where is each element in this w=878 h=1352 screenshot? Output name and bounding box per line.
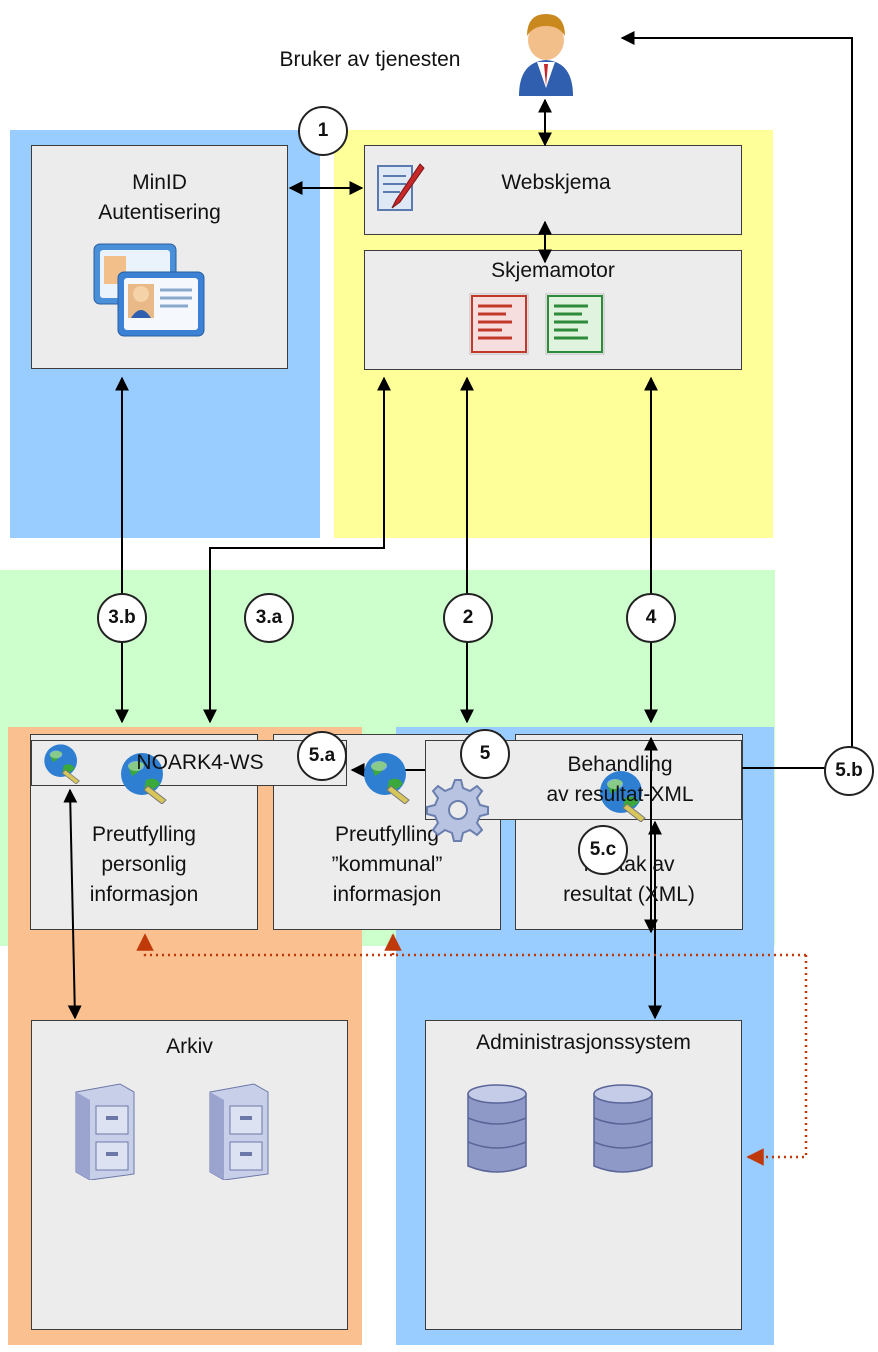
mottak-line1: Mottak av bbox=[583, 853, 675, 876]
admin-box bbox=[425, 1020, 742, 1330]
skjemamotor-label: Skjemamotor bbox=[491, 259, 615, 282]
form-pen-icon bbox=[377, 163, 425, 211]
preutfylling-kommunal-line1: Preutfylling bbox=[335, 823, 439, 846]
webskjema-box bbox=[364, 145, 742, 235]
arkiv-label: Arkiv bbox=[166, 1035, 213, 1058]
form-documents-icon bbox=[469, 293, 605, 355]
user-icon bbox=[519, 14, 573, 96]
minid-subtitle: Autentisering bbox=[98, 201, 221, 224]
webservice-globe-icon bbox=[600, 771, 646, 822]
step-4-badge: 4 bbox=[626, 593, 676, 643]
step-5a-badge: 5.a bbox=[297, 731, 347, 781]
database-icon bbox=[467, 1084, 527, 1173]
step-3a-badge: 3.a bbox=[244, 593, 294, 643]
preutfylling-kommunal-line2: ”kommunal” bbox=[331, 853, 443, 876]
user-label: Bruker av tjenesten bbox=[279, 48, 461, 71]
webskjema-label: Webskjema bbox=[501, 171, 611, 194]
step-5-badge: 5 bbox=[460, 729, 510, 779]
admin-label: Administrasjonssystem bbox=[476, 1031, 691, 1054]
preutfylling-personlig-line3: informasjon bbox=[89, 883, 199, 906]
webservice-globe-icon bbox=[121, 753, 167, 804]
file-cabinet-icon bbox=[209, 1083, 269, 1180]
behandling-line1: Behandling bbox=[567, 753, 673, 776]
webservice-globe-icon bbox=[364, 753, 410, 804]
behandling-line2: av resultat-XML bbox=[546, 783, 694, 806]
id-cards-icon bbox=[93, 243, 205, 337]
preutfylling-kommunal-line3: informasjon bbox=[332, 883, 442, 906]
preutfylling-personlig-line2: personlig bbox=[101, 853, 187, 876]
step-2-badge: 2 bbox=[443, 593, 493, 643]
mottak-line2: resultat (XML) bbox=[563, 883, 695, 906]
noark-box bbox=[31, 740, 347, 786]
database-icon bbox=[593, 1084, 653, 1173]
gear-icon bbox=[426, 779, 489, 842]
step-1-badge: 1 bbox=[298, 106, 348, 156]
webservice-globe-icon bbox=[44, 744, 80, 784]
file-cabinet-icon bbox=[75, 1083, 135, 1180]
noark-label: NOARK4-WS bbox=[136, 751, 264, 774]
step-3b-badge: 3.b bbox=[97, 593, 147, 643]
step-5b-badge: 5.b bbox=[824, 746, 874, 796]
step-5c-badge: 5.c bbox=[578, 825, 628, 875]
preutfylling-personlig-line1: Preutfylling bbox=[92, 823, 196, 846]
minid-title: MinID bbox=[132, 171, 187, 194]
